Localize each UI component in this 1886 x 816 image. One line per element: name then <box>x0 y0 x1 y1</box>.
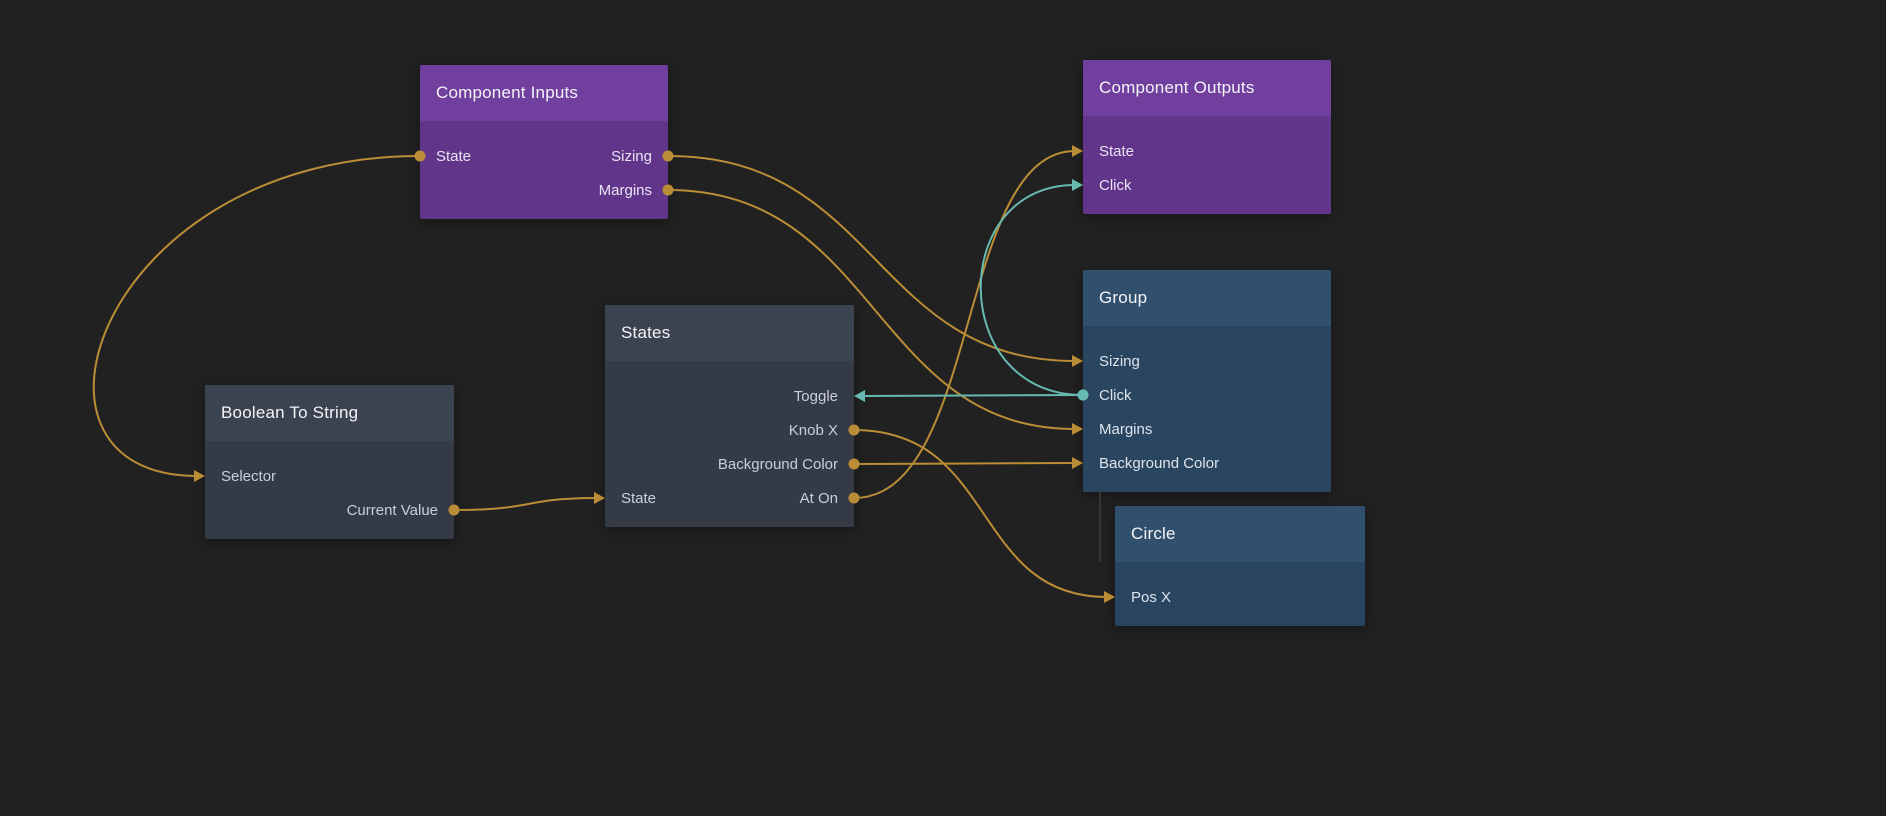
port-row: Click <box>1083 168 1331 202</box>
node-title: Group <box>1099 288 1148 307</box>
port-row: Knob X <box>605 413 854 447</box>
port-row: State Sizing <box>420 139 668 173</box>
node-header-group[interactable]: Group <box>1083 270 1331 326</box>
port-component-inputs-margins[interactable]: Margins <box>598 181 652 199</box>
connection-group-to-states[interactable] <box>854 389 1089 403</box>
node-header-boolean-to-string[interactable]: Boolean To String <box>205 385 454 441</box>
node-header-circle[interactable]: Circle <box>1115 506 1365 562</box>
port-row: State <box>1083 134 1331 168</box>
port-component-inputs-state[interactable]: State <box>436 147 472 165</box>
connection-states-to-component-outputs[interactable] <box>848 145 1084 504</box>
port-states-at-on[interactable]: At On <box>799 489 838 507</box>
port-row: Margins <box>420 173 668 207</box>
node-title: Boolean To String <box>221 403 359 422</box>
port-row: Margins <box>1083 412 1331 446</box>
port-row: Pos X <box>1115 580 1365 614</box>
input-port-arrow <box>854 390 865 402</box>
port-group-margins[interactable]: Margins <box>1099 420 1153 438</box>
port-circle-pos-x[interactable]: Pos X <box>1131 588 1172 606</box>
connection-states-to-circle[interactable] <box>848 424 1116 604</box>
node-title: Circle <box>1131 524 1176 543</box>
input-port-arrow <box>1104 591 1115 603</box>
input-port-arrow <box>1072 457 1083 469</box>
port-row: Background Color <box>1083 446 1331 480</box>
port-group-background-color[interactable]: Background Color <box>1099 454 1220 472</box>
connection-group-to-component-outputs[interactable] <box>979 179 1089 401</box>
port-row: Background Color <box>605 447 854 481</box>
port-states-background-color[interactable]: Background Color <box>717 455 838 473</box>
port-component-outputs-click[interactable]: Click <box>1099 176 1132 194</box>
node-body: Pos X <box>1115 562 1365 626</box>
port-row: Toggle <box>605 379 854 413</box>
input-port-arrow <box>594 492 605 504</box>
port-states-toggle[interactable]: Toggle <box>793 387 838 405</box>
port-component-inputs-sizing[interactable]: Sizing <box>611 147 652 165</box>
port-row: Selector <box>205 459 454 493</box>
input-port-arrow <box>194 470 205 482</box>
port-states-state[interactable]: State <box>621 489 657 507</box>
input-port-arrow <box>1072 423 1083 435</box>
connection-states-to-group[interactable] <box>848 457 1084 470</box>
port-row: Current Value <box>205 493 454 527</box>
port-row: Sizing <box>1083 344 1331 378</box>
port-boolean-to-string-current-value[interactable]: Current Value <box>346 501 438 519</box>
input-port-arrow <box>1072 145 1083 157</box>
input-port-arrow <box>1072 355 1083 367</box>
port-group-sizing[interactable]: Sizing <box>1099 352 1140 370</box>
node-title: Component Outputs <box>1099 78 1255 97</box>
node-header-component-inputs[interactable]: Component Inputs <box>420 65 668 121</box>
port-row: Click <box>1083 378 1331 412</box>
port-states-knob-x[interactable]: Knob X <box>788 421 838 439</box>
node-title: States <box>621 323 671 342</box>
port-boolean-to-string-selector[interactable]: Selector <box>221 467 277 485</box>
node-header-states[interactable]: States <box>605 305 854 361</box>
port-row: State At On <box>605 481 854 515</box>
node-header-component-outputs[interactable]: Component Outputs <box>1083 60 1331 116</box>
connection-boolean-to-string-to-states[interactable] <box>448 492 606 516</box>
node-title: Component Inputs <box>436 83 579 102</box>
input-port-arrow <box>1072 179 1083 191</box>
port-component-outputs-state[interactable]: State <box>1099 142 1135 160</box>
port-group-click[interactable]: Click <box>1099 386 1132 404</box>
